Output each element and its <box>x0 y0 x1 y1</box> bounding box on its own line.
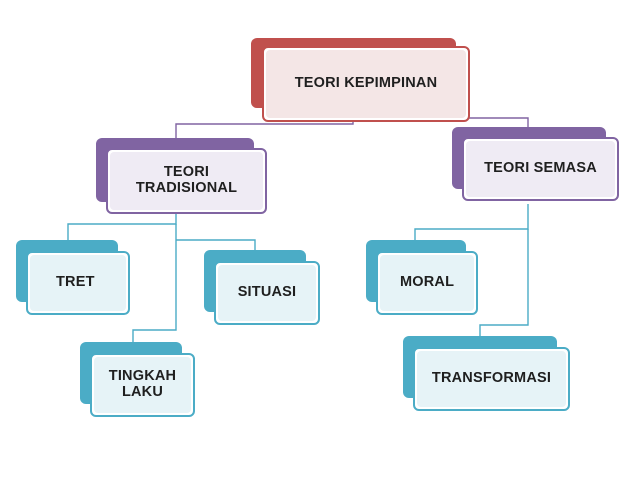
node-label: SITUASI <box>237 284 297 301</box>
connector-semasa-transformasi <box>479 229 529 337</box>
node-teori-tradisional: TEORI TRADISIONAL <box>96 138 268 216</box>
node-moral: MORAL <box>366 240 479 316</box>
node-teori-semasa: TEORI SEMASA <box>452 127 620 203</box>
node-label: TINGKAH LAKU <box>108 368 177 400</box>
node-transformasi: TRANSFORMASI <box>403 336 571 412</box>
node-tingkah-laku: TINGKAH LAKU <box>80 342 196 418</box>
node-label: TRANSFORMASI <box>431 370 552 387</box>
connector-tradisional-tret <box>67 212 177 242</box>
node-situasi: SITUASI <box>204 250 321 326</box>
node-label: TRET <box>56 274 95 291</box>
node-label: MORAL <box>400 274 455 291</box>
connector-tradisional-situasi <box>176 239 256 252</box>
node-tret: TRET <box>16 240 131 316</box>
node-label: TEORI SEMASA <box>484 160 597 177</box>
connector-tradisional-tingkah-laku <box>132 224 177 344</box>
connector-semasa-moral <box>414 204 529 241</box>
node-label: TEORI TRADISIONAL <box>135 164 238 196</box>
node-label: TEORI KEPIMPINAN <box>294 75 438 92</box>
node-teori-kepimpinan: TEORI KEPIMPINAN <box>251 38 471 123</box>
